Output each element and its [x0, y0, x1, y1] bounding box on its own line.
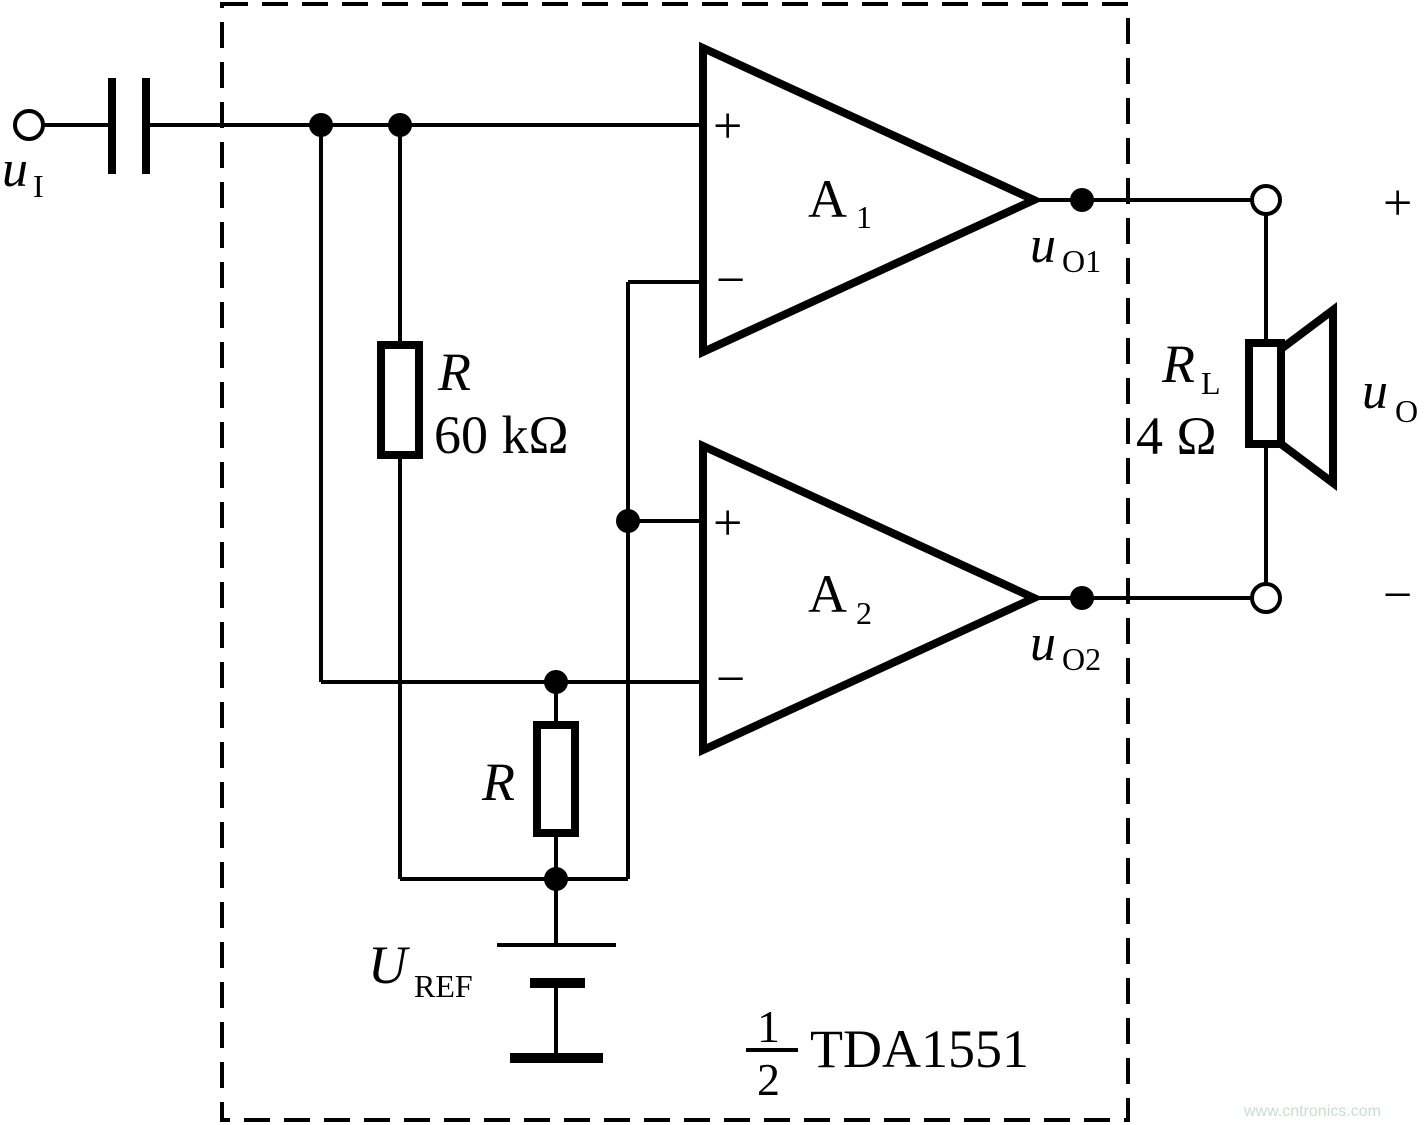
junction-dot — [544, 867, 568, 891]
out2-label: u — [1030, 615, 1056, 672]
load-label-sub: L — [1201, 365, 1221, 401]
out1-label-sub: O1 — [1062, 243, 1101, 279]
output-terminal-bottom — [1250, 582, 1282, 614]
junction-dot — [1070, 188, 1094, 212]
load-label: R — [1161, 334, 1195, 394]
chip-name: TDA1551 — [810, 1019, 1029, 1079]
ref-resistor-label: R — [481, 752, 515, 812]
input-label: u — [2, 141, 28, 198]
opamp-a1-minus: − — [716, 252, 745, 309]
feedback-resistor-label: R — [437, 342, 471, 402]
reference-label: U — [368, 935, 410, 995]
opamp-a2-plus: + — [713, 495, 742, 552]
reference-label-sub: REF — [414, 968, 473, 1004]
junction-dot — [1070, 586, 1094, 610]
chip-boundary — [220, 2, 1130, 1122]
input-label-sub: I — [33, 168, 44, 204]
feedback-resistor-value: 60 kΩ — [434, 405, 569, 465]
chip-fraction-numerator: 1 — [757, 1001, 780, 1052]
opamp-a1 — [699, 41, 1044, 359]
junction-dot — [544, 670, 568, 694]
load-value: 4 Ω — [1136, 406, 1217, 466]
ref-resistor — [533, 721, 579, 837]
output-label: u — [1362, 363, 1388, 420]
output-terminal-top — [1250, 184, 1282, 216]
opamp-a2-sub: 2 — [856, 595, 872, 631]
out1-label: u — [1030, 217, 1056, 274]
opamp-a2 — [699, 439, 1044, 757]
feedback-resistor — [377, 341, 423, 459]
out2-label-sub: O2 — [1062, 641, 1101, 677]
speaker-cone — [1277, 302, 1337, 491]
output-plus: + — [1383, 175, 1412, 232]
opamp-a1-plus: + — [713, 98, 742, 155]
watermark: www.cntronics.com — [1243, 1103, 1381, 1120]
chip-fraction-denominator: 2 — [757, 1054, 780, 1105]
opamp-a1-label: A — [808, 169, 847, 229]
output-label-sub: O — [1395, 393, 1418, 429]
output-minus: − — [1383, 567, 1412, 624]
opamp-a2-label: A — [808, 564, 847, 624]
opamp-a2-minus: − — [716, 651, 745, 708]
input-terminal — [13, 109, 45, 141]
junction-dot — [309, 113, 333, 137]
opamp-a1-sub: 1 — [856, 199, 872, 235]
junction-dot — [616, 509, 640, 533]
load-resistor — [1245, 339, 1285, 448]
junction-dot — [388, 113, 412, 137]
